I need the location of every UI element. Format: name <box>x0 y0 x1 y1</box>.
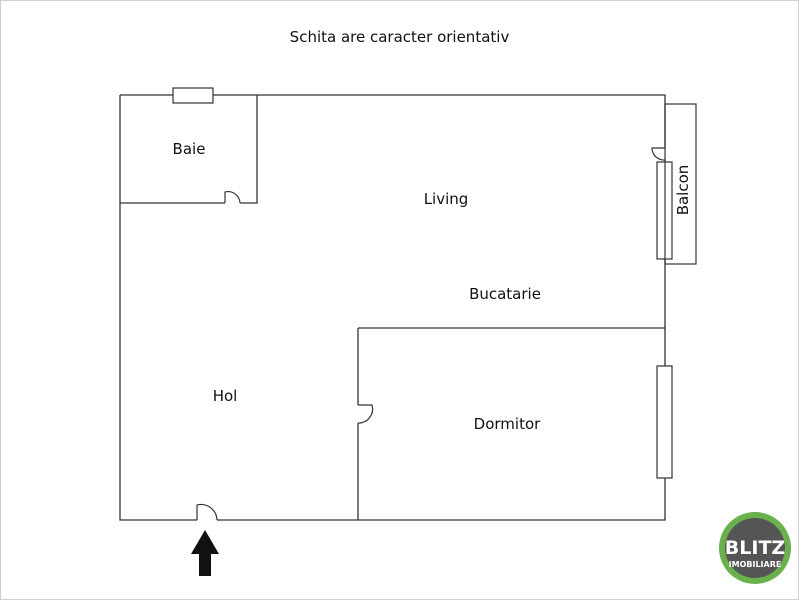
room-label-living: Living <box>424 190 469 208</box>
bathroom-wall <box>120 95 258 204</box>
doors <box>196 147 666 521</box>
blitz-logo: BLITZ IMOBILIARE <box>719 512 791 584</box>
room-label-balcon: Balcon <box>674 165 692 216</box>
entrance-door <box>196 503 218 521</box>
logo-tagline: IMOBILIARE <box>729 560 782 569</box>
bathroom-window <box>172 87 214 104</box>
logo-name: BLITZ <box>725 537 785 559</box>
windows <box>172 87 673 479</box>
bedroom-wall <box>357 327 665 520</box>
arrow-up-icon <box>191 530 219 576</box>
balcony-door <box>651 147 666 161</box>
room-label-baie: Baie <box>173 140 206 158</box>
logo-disc <box>725 518 785 578</box>
walls <box>119 94 666 521</box>
bathroom-door <box>224 191 241 204</box>
balcony-outline <box>664 103 697 265</box>
bedroom-door <box>357 404 374 424</box>
room-label-hol: Hol <box>213 387 238 405</box>
room-label-bucatarie: Bucatarie <box>469 285 541 303</box>
bedroom-window <box>656 365 673 479</box>
room-label-dormitor: Dormitor <box>474 415 541 433</box>
plan-note: Schita are caracter orientativ <box>289 28 510 46</box>
outer-wall <box>119 94 666 521</box>
